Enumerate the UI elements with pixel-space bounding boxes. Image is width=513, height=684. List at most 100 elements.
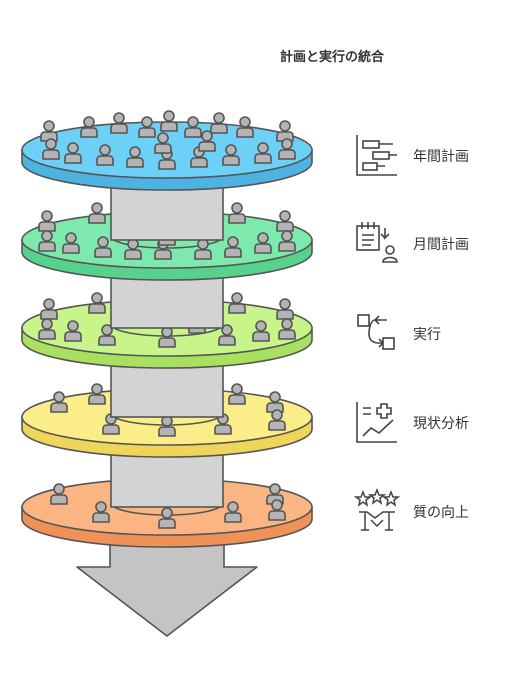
person-icon xyxy=(228,394,246,405)
person-icon xyxy=(110,123,128,134)
person-icon xyxy=(99,144,111,156)
calendar-checklist-person-icon xyxy=(356,222,398,263)
person-icon xyxy=(278,149,296,160)
person-icon xyxy=(222,155,240,166)
person-icon xyxy=(95,501,107,513)
person-icon xyxy=(126,157,144,168)
person-icon xyxy=(268,420,286,431)
person-icon xyxy=(194,249,212,260)
person-icon xyxy=(281,230,293,242)
layer-label-annual-plan: 年間計画 xyxy=(413,149,469,165)
person-icon xyxy=(271,409,283,421)
person-icon xyxy=(279,298,291,310)
person-icon xyxy=(53,391,65,403)
person-icon xyxy=(257,142,269,154)
person-icon xyxy=(94,247,112,258)
person-icon xyxy=(113,112,125,124)
person-icon xyxy=(129,146,141,158)
person-icon xyxy=(213,112,225,124)
person-icon xyxy=(138,127,156,138)
person-icon xyxy=(96,155,114,166)
person-icon xyxy=(158,518,176,529)
person-icon xyxy=(41,210,53,222)
person-icon xyxy=(38,329,56,340)
person-icon xyxy=(187,116,199,128)
person-icon xyxy=(50,402,68,413)
layer-label-current-analysis: 現状分析 xyxy=(413,416,469,432)
workflow-arrows-icon xyxy=(357,314,395,350)
person-icon xyxy=(42,149,60,160)
stars-handshake-icon xyxy=(353,487,401,531)
person-icon xyxy=(231,202,243,214)
diagram-title: 計画と実行の統合 xyxy=(280,50,385,65)
person-icon xyxy=(227,236,239,248)
person-icon xyxy=(41,230,53,242)
person-icon xyxy=(124,249,142,260)
person-icon xyxy=(163,110,175,122)
person-icon xyxy=(83,116,95,128)
person-icon xyxy=(88,394,106,405)
person-icon xyxy=(141,116,153,128)
person-icon xyxy=(102,424,120,435)
person-icon xyxy=(239,116,251,128)
person-icon xyxy=(190,157,208,168)
person-icon xyxy=(158,159,176,170)
person-icon xyxy=(158,426,176,437)
person-icon xyxy=(157,132,169,144)
person-icon xyxy=(38,241,56,252)
layer-label-monthly-plan: 月間計画 xyxy=(413,237,469,253)
person-icon xyxy=(80,127,98,138)
person-icon xyxy=(225,144,237,156)
person-icon xyxy=(198,141,216,152)
person-icon xyxy=(91,292,103,304)
person-icon xyxy=(38,221,56,232)
person-icon xyxy=(65,232,77,244)
down-arrow xyxy=(76,539,258,637)
person-icon xyxy=(98,335,116,346)
person-icon xyxy=(158,337,176,348)
person-icon xyxy=(40,309,58,320)
person-icon xyxy=(257,232,269,244)
person-icon xyxy=(279,210,291,222)
person-icon xyxy=(224,512,242,523)
gantt-chart-icon xyxy=(356,135,397,176)
person-icon xyxy=(53,483,65,495)
person-icon xyxy=(236,127,254,138)
person-icon xyxy=(271,499,283,511)
person-icon xyxy=(218,335,236,346)
person-icon xyxy=(161,507,173,519)
layer-label-quality-improvement: 質の向上 xyxy=(413,505,469,521)
person-icon xyxy=(221,324,233,336)
person-icon xyxy=(276,221,294,232)
person-icon xyxy=(279,120,291,132)
person-icon xyxy=(227,501,239,513)
person-icon xyxy=(278,329,296,340)
person-icon xyxy=(276,309,294,320)
person-icon xyxy=(214,424,232,435)
person-icon xyxy=(101,324,113,336)
person-icon xyxy=(278,241,296,252)
person-icon xyxy=(269,483,281,495)
person-icon xyxy=(88,303,106,314)
person-icon xyxy=(252,331,270,342)
person-icon xyxy=(45,138,57,150)
person-icon xyxy=(91,383,103,395)
person-icon xyxy=(228,213,246,224)
analysis-chart-icon xyxy=(356,402,397,443)
layer-label-execution: 実行 xyxy=(413,327,441,343)
person-icon xyxy=(184,127,202,138)
person-icon xyxy=(154,249,172,260)
person-icon xyxy=(62,243,80,254)
person-icon xyxy=(281,138,293,150)
person-icon xyxy=(92,512,110,523)
person-icon xyxy=(88,213,106,224)
person-icon xyxy=(255,320,267,332)
person-icon xyxy=(224,247,242,258)
person-icon xyxy=(67,320,79,332)
person-icon xyxy=(160,121,178,132)
person-icon xyxy=(41,318,53,330)
person-icon xyxy=(67,142,79,154)
person-icon xyxy=(97,236,109,248)
